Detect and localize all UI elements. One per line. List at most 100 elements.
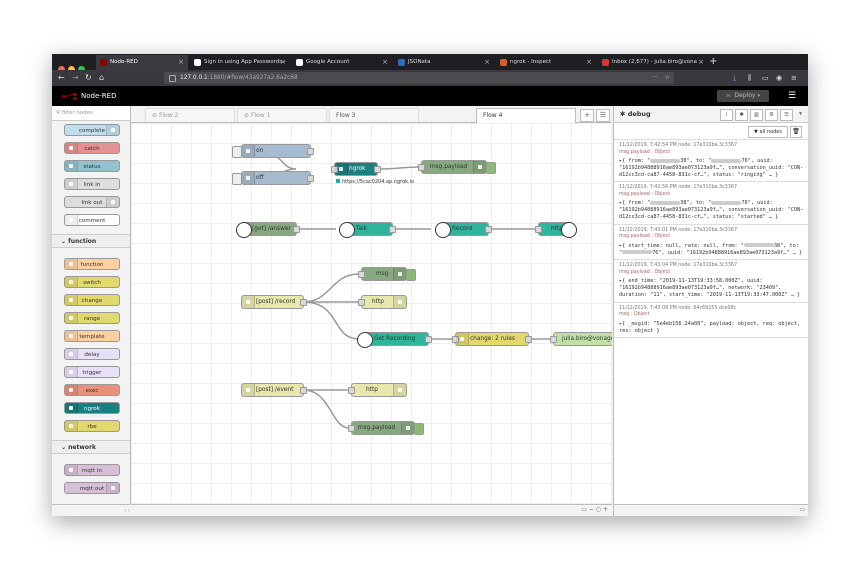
deploy-dropdown-icon[interactable]: ▾: [757, 93, 760, 99]
flow-tab[interactable]: Flow 3: [329, 108, 419, 122]
output-port[interactable]: [485, 226, 492, 233]
debug-message[interactable]: 11/12/2019, 7:43:01 PM node: 17e310ba.3c…: [614, 225, 808, 261]
close-tab-icon[interactable]: ×: [382, 58, 388, 66]
info-icon[interactable]: [169, 75, 176, 82]
http-in-node-post-event[interactable]: [post] /event: [241, 383, 307, 397]
info-tab-icon[interactable]: i: [720, 109, 733, 121]
zoom-reset-icon[interactable]: ○: [595, 506, 602, 513]
flow-canvas[interactable]: on off ngrok https://5cac0204.ap.ngrok.i…: [131, 123, 612, 504]
palette-node[interactable]: mqtt in: [64, 464, 120, 476]
debug-filter-button[interactable]: ▼ all nodes: [748, 126, 788, 138]
palette-node[interactable]: complete: [64, 124, 120, 136]
page-actions-icon[interactable]: ···: [652, 75, 658, 81]
close-window-icon[interactable]: [58, 66, 65, 73]
downloads-icon[interactable]: ⤓: [733, 74, 737, 82]
palette-node[interactable]: switch: [64, 276, 120, 288]
account-icon[interactable]: ◉: [776, 74, 783, 82]
debug-toggle-button[interactable]: [486, 162, 496, 174]
input-port[interactable]: [348, 425, 355, 432]
talk-node[interactable]: Talk: [339, 222, 396, 238]
debug-message[interactable]: 11/12/2019, 7:42:54 PM node: 17e310ba.3c…: [614, 140, 808, 183]
http-response-node-1[interactable]: http: [535, 222, 577, 238]
palette-node[interactable]: comment: [64, 214, 120, 226]
sidebar-dropdown-icon[interactable]: ▾: [799, 111, 802, 117]
zoom-controls[interactable]: ▭ − ○ +: [581, 506, 608, 513]
input-port[interactable]: [535, 226, 542, 233]
output-port[interactable]: [300, 387, 307, 394]
http-in-node-get-answer[interactable]: [get] /answer: [236, 222, 300, 238]
palette-node[interactable]: status: [64, 160, 120, 172]
palette-node[interactable]: mqtt out: [64, 482, 120, 494]
reload-icon[interactable]: ↻: [85, 73, 92, 82]
back-icon[interactable]: ←: [58, 73, 65, 82]
email-node[interactable]: julia.biro@vonage.com: [550, 332, 612, 346]
palette-node[interactable]: catch: [64, 142, 120, 154]
context-tab-icon[interactable]: ☰: [780, 109, 793, 121]
browser-tab[interactable]: ngrok - Inspect×: [496, 55, 596, 70]
browser-tab[interactable]: Sign in using App Passwords -×: [190, 55, 290, 70]
palette-node[interactable]: link out: [64, 196, 120, 208]
home-icon[interactable]: ⌂: [99, 73, 105, 82]
input-port[interactable]: [550, 336, 557, 343]
flow-tab[interactable]: Flow 4: [476, 108, 576, 123]
palette-category[interactable]: ⌄ function: [52, 234, 130, 248]
zoom-in-icon[interactable]: +: [602, 506, 608, 513]
main-menu-icon[interactable]: ☰: [788, 91, 797, 101]
input-port[interactable]: [358, 299, 365, 306]
ngrok-node[interactable]: ngrok: [331, 162, 381, 176]
flow-tab[interactable]: ⊘ Flow 1: [237, 108, 327, 122]
sidebar-toggle-icon[interactable]: ▭: [762, 74, 769, 82]
zoom-out-icon[interactable]: −: [588, 506, 594, 513]
config-tab-icon[interactable]: ⚙: [765, 109, 778, 121]
input-port[interactable]: [358, 271, 365, 278]
dashboard-tab-icon[interactable]: ▥: [750, 109, 763, 121]
debug-message-payload[interactable]: ▸{ end_time: "2019-11-13T19:33:58.000Z",…: [619, 278, 805, 298]
library-icon[interactable]: ⫼: [748, 74, 752, 82]
sidebar-popout-icon[interactable]: ▭: [799, 506, 805, 513]
http-in-node-post-record[interactable]: [post] /record: [241, 295, 307, 309]
input-port[interactable]: [418, 164, 425, 171]
palette-node[interactable]: function: [64, 258, 120, 270]
close-tab-icon[interactable]: ×: [698, 58, 704, 66]
forward-icon[interactable]: →: [72, 73, 79, 82]
output-port[interactable]: [307, 175, 314, 182]
clear-debug-button[interactable]: 🗑: [790, 126, 802, 138]
palette-node[interactable]: exec: [64, 384, 120, 396]
inject-off-trigger-button[interactable]: [232, 173, 242, 185]
maximize-window-icon[interactable]: [78, 66, 85, 73]
browser-tab[interactable]: Node-RED×: [96, 55, 188, 70]
palette-node[interactable]: template: [64, 330, 120, 342]
debug-message[interactable]: 11/12/2019, 7:42:56 PM node: 17e310ba.3c…: [614, 182, 808, 225]
debug-node-msg[interactable]: msg: [358, 267, 416, 281]
output-port[interactable]: [525, 336, 532, 343]
close-tab-icon[interactable]: ×: [586, 58, 592, 66]
output-port[interactable]: [425, 336, 432, 343]
record-node[interactable]: Record: [435, 222, 492, 238]
palette-collapse-icon[interactable]: ‹ ›: [124, 508, 130, 514]
inject-node-on[interactable]: on: [232, 144, 314, 158]
debug-message-payload[interactable]: ▸{ from: "38", to: "76", uuid: "16192b94…: [619, 200, 805, 220]
palette-node[interactable]: ngrok: [64, 402, 120, 414]
address-bar[interactable]: 127.0.0.1:1880/#flow/43a927a2.6a2c68 ···…: [164, 72, 674, 84]
browser-tab[interactable]: Google Account×: [292, 55, 392, 70]
debug-node-msg-payload[interactable]: msg.payload: [418, 160, 496, 174]
input-port[interactable]: [348, 387, 355, 394]
http-response-node-3[interactable]: http: [348, 383, 407, 397]
palette-node[interactable]: rbe: [64, 420, 120, 432]
palette-node[interactable]: delay: [64, 348, 120, 360]
debug-toggle-button[interactable]: [414, 423, 424, 435]
output-port[interactable]: [307, 148, 314, 155]
browser-menu-icon[interactable]: ≡: [791, 74, 797, 82]
palette-node[interactable]: link in: [64, 178, 120, 190]
output-port[interactable]: [374, 166, 381, 173]
minimize-window-icon[interactable]: [68, 66, 75, 73]
palette-node[interactable]: trigger: [64, 366, 120, 378]
inject-node-off[interactable]: off: [232, 171, 314, 185]
new-tab-icon[interactable]: +: [709, 56, 718, 67]
http-response-node-2[interactable]: http: [358, 295, 407, 309]
debug-tab-icon[interactable]: ✱: [735, 109, 748, 121]
navigator-icon[interactable]: ▭: [581, 506, 587, 513]
debug-message[interactable]: 11/12/2019, 7:43:04 PM node: 17e310ba.3c…: [614, 260, 808, 303]
output-port[interactable]: [300, 299, 307, 306]
bookmark-star-icon[interactable]: ☆: [664, 75, 670, 81]
